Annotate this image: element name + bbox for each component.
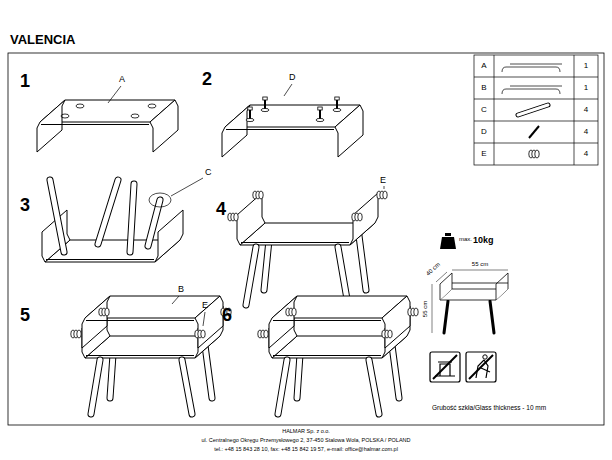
table-cell: 4 (584, 128, 588, 136)
table-cell: 1 (584, 84, 588, 92)
step-number: 1 (20, 72, 30, 90)
step-number: 2 (202, 70, 212, 88)
step-number: 5 (20, 306, 30, 324)
product-title: VALENCIA (10, 33, 75, 46)
table-cell: C (481, 106, 487, 114)
sheet-frame (8, 53, 604, 425)
step-2-figure (222, 84, 363, 157)
step-number: 6 (222, 306, 232, 324)
dimension: 55 cm (472, 261, 488, 267)
step-1-figure (37, 86, 178, 152)
table-cell: 1 (584, 62, 588, 70)
table-cell: A (481, 62, 486, 70)
weight-value: 10kg (473, 236, 494, 245)
table-cell: 4 (584, 150, 588, 158)
dimension-sketch (432, 270, 508, 333)
callout-letter: E (202, 301, 208, 310)
table-cell: D (481, 128, 487, 136)
part-pictograms (502, 64, 562, 158)
weight-icon (440, 233, 456, 249)
table-cell: B (481, 84, 486, 92)
footer-line: tel.: +48 15 843 28 10, fax: +48 15 842 … (214, 447, 398, 453)
weight-label: max. (459, 236, 472, 242)
footer-line: ul. Centralnego Okręgu Przemysłowego 2, … (201, 438, 410, 444)
callout-letter: A (119, 75, 125, 84)
step-6-figure (258, 296, 418, 414)
footer-line: HALMAR Sp. z o.o. (282, 429, 330, 435)
table-cell: E (481, 150, 486, 158)
dimension: 40 cm (425, 261, 441, 276)
step-number: 4 (216, 200, 226, 218)
callout-letter: E (380, 176, 386, 185)
step-3-figure (42, 178, 203, 262)
glass-note: Grubość szkła/Glass thickness - 10 mm (432, 405, 546, 412)
step-number: 3 (20, 196, 30, 214)
step-5-figure (71, 296, 231, 414)
callout-letter: B (178, 285, 184, 294)
table-cell: 4 (584, 106, 588, 114)
warning-icons (430, 352, 496, 382)
callout-letter: D (289, 73, 296, 82)
parts-table (474, 55, 598, 165)
callout-letter: C (205, 168, 212, 177)
dimension: 55 cm (422, 301, 428, 317)
step-4-figure (228, 186, 387, 305)
